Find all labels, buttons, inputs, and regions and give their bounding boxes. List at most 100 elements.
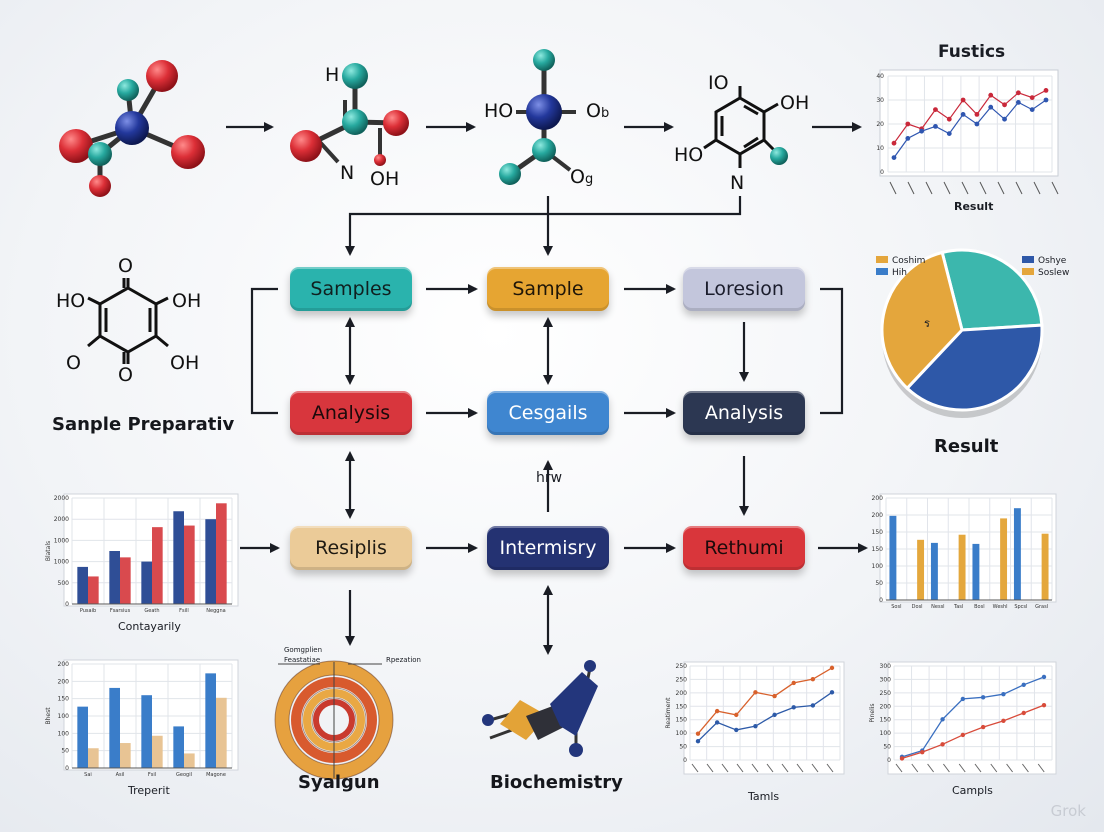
pie-slice bbox=[880, 250, 964, 391]
data-point bbox=[946, 131, 952, 137]
node-analysis-right[interactable]: Analysis bbox=[683, 391, 805, 435]
data-point bbox=[1002, 102, 1007, 108]
y-tick-label: 100 bbox=[872, 563, 884, 570]
x-tick-label: Sosl bbox=[891, 604, 901, 610]
y-tick-label: 50 bbox=[679, 744, 687, 751]
top-arrows bbox=[226, 122, 862, 256]
bar bbox=[120, 743, 131, 768]
node-sample[interactable]: Sample bbox=[487, 267, 609, 311]
data-point bbox=[734, 727, 739, 733]
chart6-xlabel: Tamls bbox=[748, 790, 780, 803]
donut-chart bbox=[274, 660, 394, 780]
data-point bbox=[753, 723, 758, 729]
data-point bbox=[1001, 718, 1006, 724]
x-tick-label: Geath bbox=[144, 608, 159, 614]
data-point bbox=[960, 112, 966, 117]
x-tick-label: Geogil bbox=[176, 772, 192, 778]
y-tick-label: 100 bbox=[58, 713, 70, 720]
x-tick-label bbox=[958, 763, 966, 773]
node-rethumi[interactable]: Rethumi bbox=[683, 526, 805, 570]
data-point bbox=[1043, 88, 1049, 93]
bar bbox=[184, 753, 195, 768]
node-resiplis[interactable]: Resiplis bbox=[290, 526, 412, 570]
x-tick-label bbox=[974, 763, 982, 773]
x-tick-label bbox=[990, 763, 998, 773]
m2-oh-label: OH bbox=[370, 168, 400, 190]
m3-o-bottom-label: Og bbox=[570, 166, 593, 188]
x-tick-label bbox=[997, 181, 1005, 195]
x-tick-label: Magone bbox=[206, 772, 226, 778]
data-point bbox=[714, 708, 720, 714]
y-tick-label: 250 bbox=[676, 663, 688, 670]
data-point bbox=[920, 749, 925, 755]
y-tick-label: 250 bbox=[676, 676, 688, 683]
bar bbox=[958, 534, 966, 600]
x-tick-label bbox=[751, 763, 759, 773]
data-point bbox=[829, 665, 835, 671]
data-point bbox=[1015, 100, 1021, 105]
x-tick-label: Asil bbox=[116, 772, 125, 778]
x-tick-label bbox=[1006, 763, 1013, 773]
bar bbox=[109, 551, 120, 604]
y-tick-label: 2000 bbox=[54, 495, 69, 502]
data-point bbox=[1015, 90, 1021, 96]
m4-io-label: IO bbox=[708, 72, 729, 94]
x-tick-label: Fsil bbox=[148, 772, 156, 778]
bar bbox=[77, 706, 88, 768]
bar bbox=[1000, 518, 1008, 600]
ring-o-bottom-label: O bbox=[118, 364, 133, 386]
y-axis-label: Blatals bbox=[45, 541, 52, 561]
y-tick-label: 150 bbox=[880, 717, 892, 724]
x-tick-label: Bosl bbox=[974, 604, 984, 610]
x-tick-label bbox=[943, 181, 951, 195]
pie-legend-text-1: Coshim bbox=[892, 256, 926, 266]
y-tick-label: 150 bbox=[676, 703, 688, 710]
bar bbox=[88, 748, 99, 768]
biochemistry-caption: Biochemistry bbox=[490, 772, 623, 793]
node-cesgails[interactable]: Cesgails bbox=[487, 391, 609, 435]
arrow-note: hrw bbox=[536, 470, 563, 486]
data-point bbox=[974, 112, 980, 117]
y-tick-label: 200 bbox=[880, 703, 892, 710]
y-tick-label: 20 bbox=[876, 121, 884, 128]
x-tick-label bbox=[766, 763, 774, 773]
node-intermisry[interactable]: Intermisry bbox=[487, 526, 609, 570]
m3-o-right-text: O bbox=[586, 100, 601, 122]
data-point bbox=[1041, 702, 1047, 708]
x-tick-label bbox=[811, 763, 819, 773]
data-point bbox=[940, 717, 945, 722]
flow-arrows bbox=[240, 284, 868, 655]
data-point bbox=[933, 107, 938, 112]
bar bbox=[216, 697, 227, 768]
molecule-2 bbox=[290, 63, 409, 166]
data-point bbox=[933, 124, 938, 129]
y-tick-label: 300 bbox=[880, 663, 892, 670]
data-point bbox=[1041, 674, 1047, 680]
node-samples[interactable]: Samples bbox=[290, 267, 412, 311]
x-tick-label bbox=[979, 181, 987, 195]
x-tick-label: Sai bbox=[84, 772, 92, 778]
x-tick-label bbox=[889, 181, 897, 195]
node-analysis-left[interactable]: Analysis bbox=[290, 391, 412, 435]
data-point bbox=[829, 690, 835, 695]
y-tick-label: 200 bbox=[58, 678, 70, 685]
donut-legend-1: Gomgplien bbox=[284, 646, 323, 654]
y-axis-label: Bhest bbox=[45, 707, 52, 725]
y-tick-label: 0 bbox=[65, 601, 69, 608]
y-tick-label: 0 bbox=[887, 757, 891, 764]
y-tick-label: 50 bbox=[883, 744, 891, 751]
data-point bbox=[695, 731, 701, 736]
ring-oh-bottom-label: OH bbox=[170, 352, 200, 374]
node-loresion[interactable]: Loresion bbox=[683, 267, 805, 311]
data-point bbox=[734, 712, 739, 718]
y-tick-label: 150 bbox=[872, 529, 884, 536]
pie-legend-2: Hih bbox=[876, 268, 907, 278]
m3-o-bottom-sub: g bbox=[584, 172, 594, 187]
y-tick-label: 150 bbox=[676, 717, 688, 724]
m2-n-label: N bbox=[340, 162, 355, 184]
y-tick-label: 100 bbox=[58, 730, 70, 737]
bar bbox=[120, 557, 131, 604]
x-tick-label bbox=[1015, 181, 1023, 195]
x-tick-label bbox=[1051, 181, 1059, 195]
